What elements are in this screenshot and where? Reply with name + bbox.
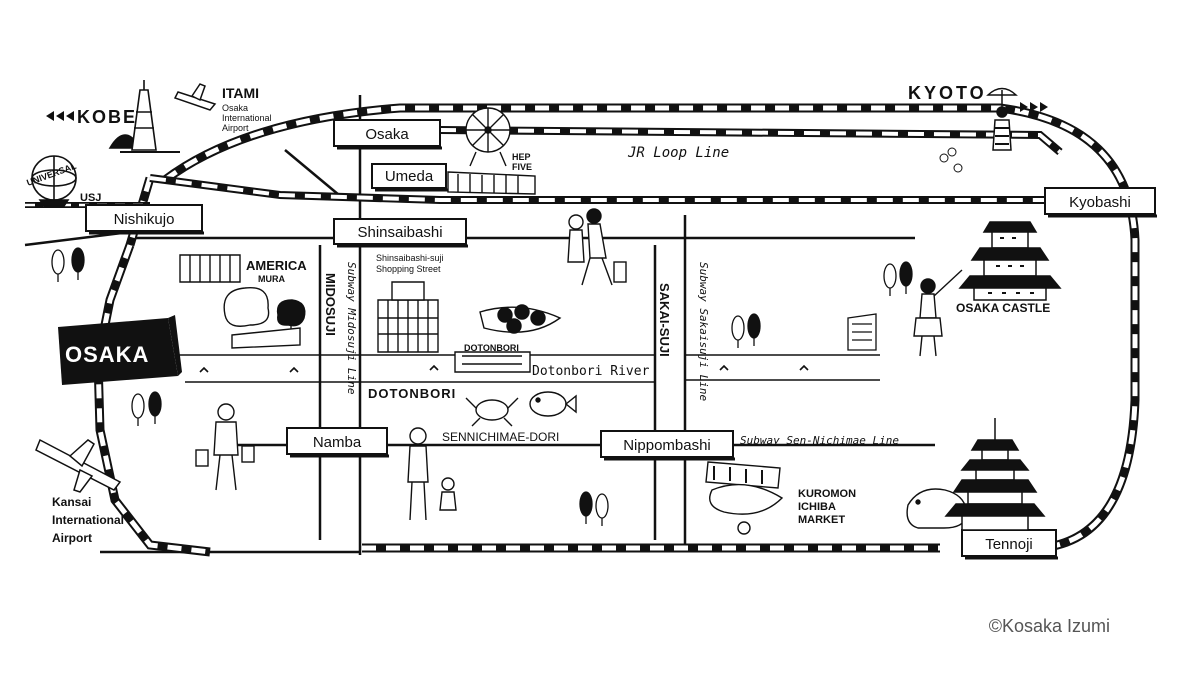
station-nishikujo-label: Nishikujo [114,211,175,228]
jr-loop-line-label: JR Loop Line [627,145,729,161]
itami-line1: Osaka [222,103,248,113]
kyoto-direction: KYOTO [908,83,1048,112]
shitennoji-pagoda-icon [944,418,1046,531]
dotonbori-label: DOTONBORI [368,386,456,401]
station-nippombashi: Nippombashi [600,430,735,461]
street-umeda-diagonal [284,149,346,201]
america-mura-line1: AMERICA [246,258,307,273]
sakaisuji-street-label: SAKAI-SUJI [657,283,672,357]
arrow-right-icon [1020,102,1048,112]
station-tennoji: Tennoji [961,529,1058,560]
station-namba-label: Namba [313,434,362,451]
itami-title: ITAMI [222,85,259,101]
station-tennoji-label: Tennoji [985,536,1033,553]
kobe-direction: KOBE [46,107,137,127]
takoyaki-icon [479,304,562,334]
kuromon-line2: ICHIBA [798,501,836,513]
station-nippombashi-label: Nippombashi [623,437,711,454]
midosuji-street-label: MIDOSUJI [323,273,338,336]
america-mura-building-icon [179,254,241,283]
sennichimae-street-label: SENNICHIMAE-DORI [442,430,559,444]
station-osaka-label: Osaka [365,126,409,143]
cherry-blossom-icon [939,147,963,173]
jr-loop-line [93,103,1140,557]
usj-label: USJ [80,192,101,204]
osaka-castle-label: OSAKA CASTLE [956,301,1050,315]
kansai-airplane-icon [35,438,122,493]
hep-five-ferris-wheel-icon [465,107,511,167]
dotonbori-river-label: Dotonbori River [532,364,650,379]
kobe-port-tower-icon [108,80,180,153]
shopper-icon [195,403,255,491]
hep-label-line2: FIVE [512,162,532,172]
kyoto-label: KYOTO [908,83,987,103]
shinsaibashi-suji-line1: Shinsaibashi-suji [376,253,444,263]
fugu-icon [529,391,577,417]
station-umeda: Umeda [371,163,448,192]
osaka-banner-label: OSAKA [65,342,149,367]
kansai-line3: Airport [52,531,92,545]
arrow-left-icon [46,111,74,121]
copyright: ©Kosaka Izumi [989,616,1110,636]
usj-globe-icon [31,155,77,207]
itami-line2: International [222,113,272,123]
office-building-icon [847,313,877,351]
kuromon-line1: KUROMON [798,488,856,500]
itami-airplane-icon [173,83,217,111]
station-kyobashi: Kyobashi [1044,187,1157,218]
dotonbori-river [175,354,880,383]
subway-midosuji-label: Subway Midosuji Line [345,262,358,395]
station-shinsaibashi-label: Shinsaibashi [357,224,442,241]
dotonbori-sign-icon [454,351,531,373]
station-namba: Namba [286,427,389,458]
kansai-line1: Kansai [52,495,91,509]
kansai-line2: International [52,513,124,527]
station-umeda-label: Umeda [385,168,434,185]
hep-label-line1: HEP [512,152,531,162]
subway-sakaisuji-label: Subway Sakaisuji Line [697,262,710,401]
subway-sennichimae-label: Subway Sen-Nichimae Line [740,434,899,447]
kuromon-line3: MARKET [798,514,845,526]
tree-icons [51,247,913,526]
shinsaibashi-suji-line2: Shopping Street [376,264,441,274]
crab-icon [465,397,519,427]
osaka-castle-icon [958,221,1062,301]
station-nishikujo: Nishikujo [85,204,204,235]
umeda-building-icon [447,171,536,195]
shopping-arcade-icon [377,281,439,353]
park-tree-icon [223,286,306,349]
america-mura-line2: MURA [258,274,285,284]
dotonbori-sign-label: DOTONBORI [464,343,519,353]
travelers-icon [567,208,627,286]
tourist-pointing-icon [913,269,963,357]
station-osaka: Osaka [333,119,442,150]
kuromon-market-sign-icon [705,461,784,535]
kobe-label: KOBE [77,107,137,127]
family-icon [407,427,457,521]
itami-line3: Airport [222,123,249,133]
station-shinsaibashi: Shinsaibashi [333,218,468,248]
geisha-icon [986,87,1018,151]
osaka-banner: OSAKA [58,315,182,385]
station-kyobashi-label: Kyobashi [1069,194,1131,211]
